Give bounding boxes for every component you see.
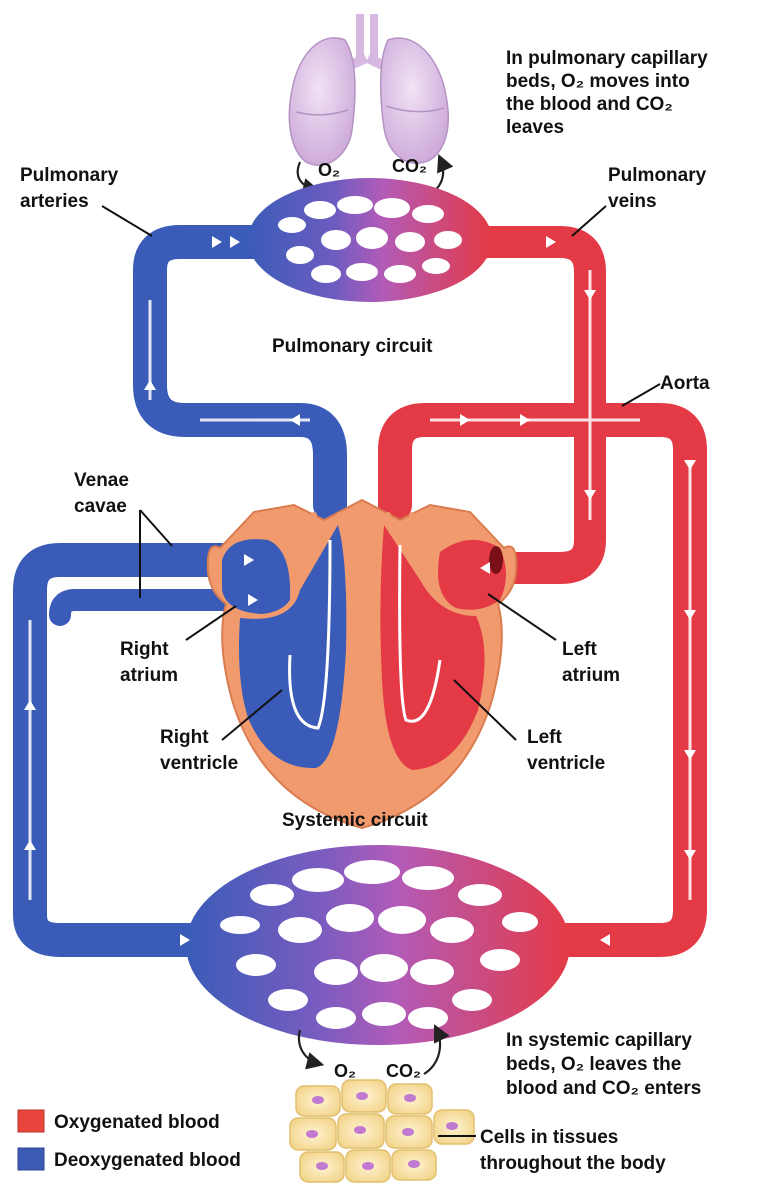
label-systemic-circuit: Systemic circuit [282, 810, 428, 831]
leader-lines [101, 205, 661, 1137]
label-co2-bottom: CO₂ [386, 1061, 421, 1081]
label-pulmonary-circuit: Pulmonary circuit [272, 336, 433, 357]
legend-swatch-oxygenated [17, 1109, 45, 1133]
heart [206, 498, 518, 830]
label-o2-top: O₂ [318, 160, 340, 180]
label-aorta: Aorta [660, 373, 710, 394]
label-co2-top: CO₂ [392, 156, 427, 176]
right-ventricle [239, 525, 347, 769]
legend-label-oxygenated: Oxygenated blood [54, 1112, 220, 1133]
label-left-atrium: Left atrium [562, 639, 620, 686]
tissue-cells [289, 1079, 475, 1183]
label-venae-cavae: Venae cavae [74, 470, 134, 517]
pulmonary-capillary-note: In pulmonary capillary beds, O₂ moves in… [506, 48, 713, 138]
pulmonary-capillary-bed [248, 178, 492, 302]
label-pulmonary-veins: Pulmonary veins [608, 165, 711, 212]
left-atrium [438, 539, 506, 610]
label-o2-bottom: O₂ [334, 1061, 356, 1081]
left-lung [288, 37, 356, 166]
co2-arrow-entering-blood-bottom [423, 1024, 450, 1075]
right-lung [380, 37, 449, 164]
label-pulmonary-arteries: Pulmonary arteries [20, 165, 123, 212]
label-right-atrium: Right atrium [120, 639, 178, 686]
legend-swatch-deoxygenated [17, 1147, 45, 1171]
label-right-ventricle: Right ventricle [160, 727, 238, 774]
systemic-capillary-note: In systemic capillary beds, O₂ leaves th… [506, 1030, 701, 1099]
left-ventricle [380, 525, 485, 770]
legend-label-deoxygenated: Deoxygenated blood [54, 1150, 241, 1171]
systemic-capillary-bed [186, 845, 570, 1045]
label-cells-in-tissues: Cells in tissues throughout the body [480, 1127, 666, 1174]
label-left-ventricle: Left ventricle [527, 727, 605, 774]
flow-arrows [24, 236, 696, 946]
legend: Oxygenated blood Deoxygenated blood [17, 1109, 241, 1171]
right-atrium [222, 539, 291, 614]
o2-arrow-leaving-blood-bottom [297, 1029, 325, 1070]
lungs [288, 14, 449, 166]
